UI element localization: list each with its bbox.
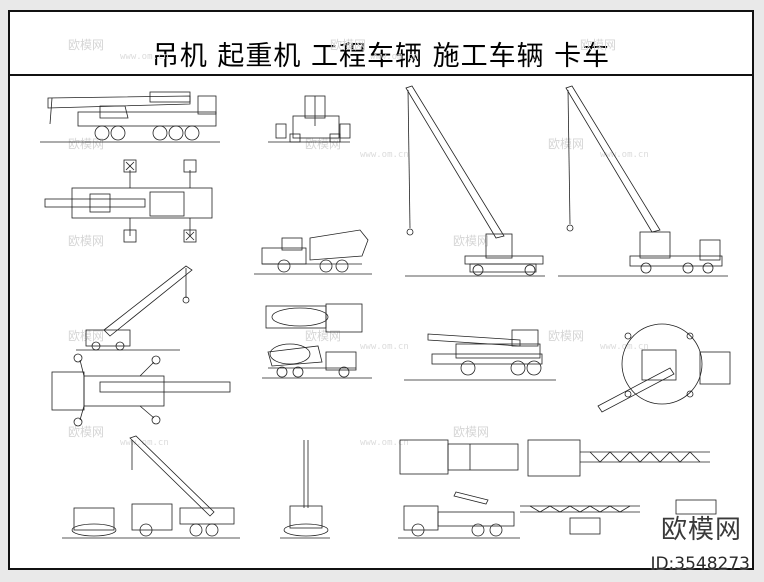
- watermark-logo: 欧模网: [68, 234, 105, 248]
- tall-crane-right: [558, 85, 728, 277]
- watermark-url: www.om.cn: [360, 150, 409, 160]
- watermark-logo: 欧模网: [68, 425, 105, 439]
- title-band: 吊机 起重机 工程车辆 施工车辆 卡车: [10, 12, 752, 76]
- crane-plan-outriggers: [51, 353, 231, 427]
- lattice-boom-plan: [527, 439, 710, 477]
- watermark-logo: 欧模网: [548, 329, 585, 343]
- crane-side-view: [40, 91, 220, 143]
- sheet-title: 吊机 起重机 工程车辆 施工车辆 卡车: [151, 41, 611, 72]
- tower-crane-front: [280, 440, 330, 539]
- mixer-truck-plan: [265, 303, 363, 333]
- watermark-logo: 欧模网: [453, 425, 490, 439]
- truck-plan-bottom: [399, 439, 519, 475]
- watermark-logo: 欧模网: [453, 234, 490, 248]
- watermark-url: www.om.cn: [120, 52, 169, 62]
- watermark-logo: 欧模网: [330, 38, 367, 52]
- lattice-boom-side: [520, 499, 717, 535]
- telescopic-crane-truck: [404, 329, 556, 381]
- crane-plan-view: [44, 159, 213, 243]
- watermark-url: www.om.cn: [600, 150, 649, 160]
- watermark-logo: 欧模网: [305, 137, 342, 151]
- crane-rear-view: [268, 95, 351, 143]
- brand-watermark: 欧模网: [660, 515, 742, 545]
- watermark-url: www.om.cn: [600, 342, 649, 352]
- watermark-logo: 欧模网: [580, 38, 617, 52]
- watermark-logo: 欧模网: [548, 137, 585, 151]
- mixer-truck-side: [254, 229, 372, 275]
- watermark-url: www.om.cn: [370, 52, 419, 62]
- brand-id: ID:3548273: [650, 554, 750, 574]
- watermark-url: www.om.cn: [360, 342, 409, 352]
- watermark-logo: 欧模网: [68, 38, 105, 52]
- watermark-url: www.om.cn: [360, 438, 409, 448]
- watermark-logo: 欧模网: [305, 329, 342, 343]
- watermark-logo: 欧模网: [68, 137, 105, 151]
- drawing-sheet: 吊机 起重机 工程车辆 施工车辆 卡车: [8, 10, 754, 570]
- lattice-crane-side: [76, 265, 193, 351]
- tall-crane-left: [405, 85, 545, 277]
- mixer-truck-side-2: [262, 343, 372, 379]
- truck-side-bottom: [398, 491, 520, 539]
- lattice-crane-bottom: [62, 435, 240, 539]
- crane-plan-circle: [597, 323, 731, 413]
- watermark-url: www.om.cn: [120, 438, 169, 448]
